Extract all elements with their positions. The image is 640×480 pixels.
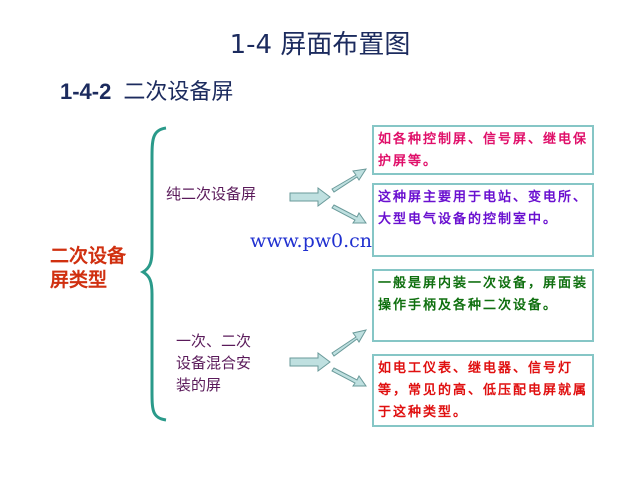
category-line: 装的屏 — [176, 376, 222, 394]
curly-brace — [139, 126, 167, 422]
diagonal-arrow-up-2 — [331, 329, 368, 357]
category-line: 纯二次设备屏 — [166, 185, 257, 203]
diagonal-arrow-down-1 — [331, 204, 367, 224]
description-box: 这种屏主要用于电站、变电所、大型电气设备的控制室中。 — [372, 183, 594, 257]
section-text: 二次设备屏 — [123, 80, 234, 105]
diagonal-arrow-down-2 — [331, 367, 367, 387]
slide-title: 1-4 屏面布置图 — [229, 30, 411, 60]
section-number: 1-4-2 — [60, 79, 112, 104]
block-arrow-right-2 — [289, 352, 331, 372]
category-pure-secondary: 纯二次设备屏 — [166, 183, 256, 205]
category-line: 一次、二次 — [176, 332, 252, 350]
block-arrow-right-1 — [289, 187, 331, 207]
description-box: 如各种控制屏、信号屏、继电保护屏等。 — [372, 125, 594, 175]
section-heading: 1-4-2 二次设备屏 — [60, 74, 233, 106]
root-label: 二次设备 屏类型 — [50, 244, 126, 292]
diagonal-arrow-up-1 — [331, 168, 368, 193]
category-line: 设备混合安 — [176, 354, 252, 372]
root-label-line: 屏类型 — [50, 269, 108, 291]
watermark: www.pw0.cn — [250, 230, 373, 252]
root-label-line: 二次设备 — [50, 245, 127, 267]
description-box: 一般是屏内装一次设备，屏面装操作手柄及各种二次设备。 — [372, 269, 594, 342]
category-mixed: 一次、二次 设备混合安 装的屏 — [176, 330, 251, 396]
description-box: 如电工仪表、继电器、信号灯等，常见的高、低压配电屏就属于这种类型。 — [372, 354, 594, 427]
